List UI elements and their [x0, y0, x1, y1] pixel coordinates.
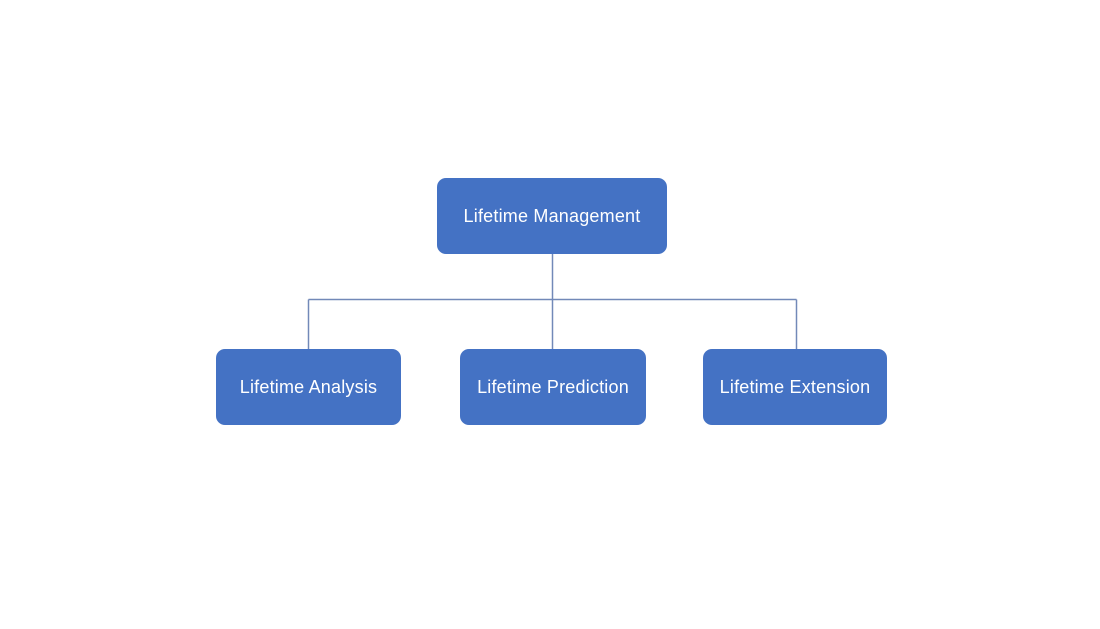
node-lifetime-analysis: Lifetime Analysis	[216, 349, 401, 425]
node-lifetime-analysis-label: Lifetime Analysis	[239, 376, 378, 397]
node-lifetime-prediction-label: Lifetime Prediction	[477, 376, 629, 397]
node-lifetime-extension-label: Lifetime Extension	[719, 376, 871, 397]
node-lifetime-management-label: Lifetime Management	[463, 205, 641, 226]
node-lifetime-extension: Lifetime Extension	[703, 349, 887, 425]
node-lifetime-prediction: Lifetime Prediction	[460, 349, 646, 425]
node-lifetime-management: Lifetime Management	[437, 178, 667, 254]
